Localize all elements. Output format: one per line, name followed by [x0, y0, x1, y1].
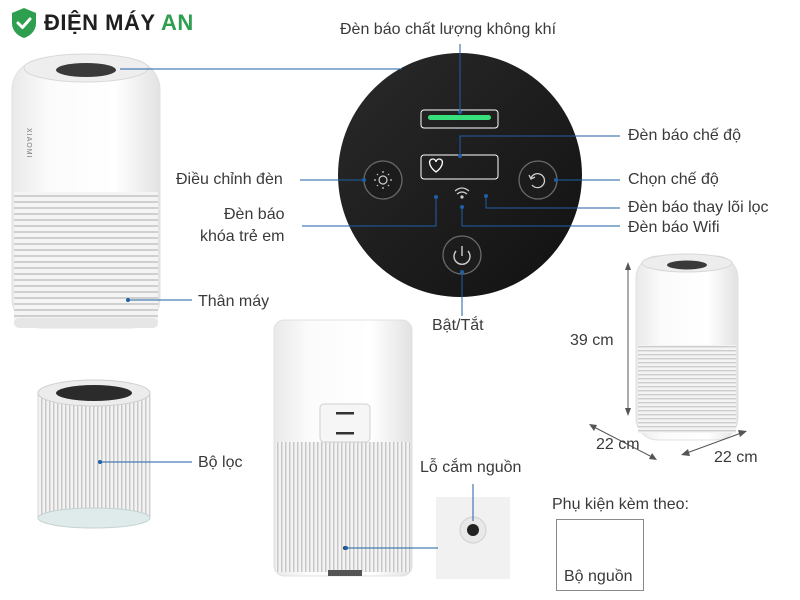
- dimension-depth: 22 cm: [714, 449, 758, 466]
- label-mode-light: Đèn báo chế độ: [628, 127, 741, 144]
- purifier-dimensions: [589, 253, 747, 460]
- purifier-back: [273, 319, 413, 577]
- label-light-adjust: Điều chỉnh đèn: [176, 171, 283, 188]
- brand-logo: ĐIỆN MÁY AN: [10, 6, 194, 40]
- label-body: Thân máy: [198, 293, 270, 310]
- label-power: Bật/Tắt: [432, 317, 484, 334]
- shield-check-icon: [12, 8, 36, 38]
- dimension-width: 22 cm: [596, 436, 640, 453]
- label-accessories: Phụ kiện kèm theo:: [552, 496, 689, 513]
- device-brand-text: XIAOMI: [25, 128, 32, 159]
- label-filter: Bộ lọc: [198, 454, 243, 471]
- purifier-main: [11, 53, 161, 329]
- label-child-lock-1: Đèn báo: [224, 206, 285, 223]
- label-mode-select: Chọn chế độ: [628, 171, 719, 188]
- callout-dots: [98, 110, 558, 550]
- callout-lines: [100, 44, 620, 549]
- dimension-height: 39 cm: [570, 332, 614, 349]
- label-air-quality-light: Đèn báo chất lượng không khí: [340, 21, 557, 38]
- filter-cartridge: [37, 379, 151, 529]
- brand-name: ĐIỆN MÁY AN: [44, 10, 194, 35]
- label-wifi-light: Đèn báo Wifi: [628, 219, 720, 236]
- label-child-lock-2: khóa trẻ em: [200, 228, 285, 245]
- label-filter-replace-light: Đèn báo thay lõi lọc: [628, 199, 769, 216]
- label-power-port: Lỗ cắm nguồn: [420, 459, 522, 476]
- label-adapter: Bộ nguồn: [562, 568, 635, 586]
